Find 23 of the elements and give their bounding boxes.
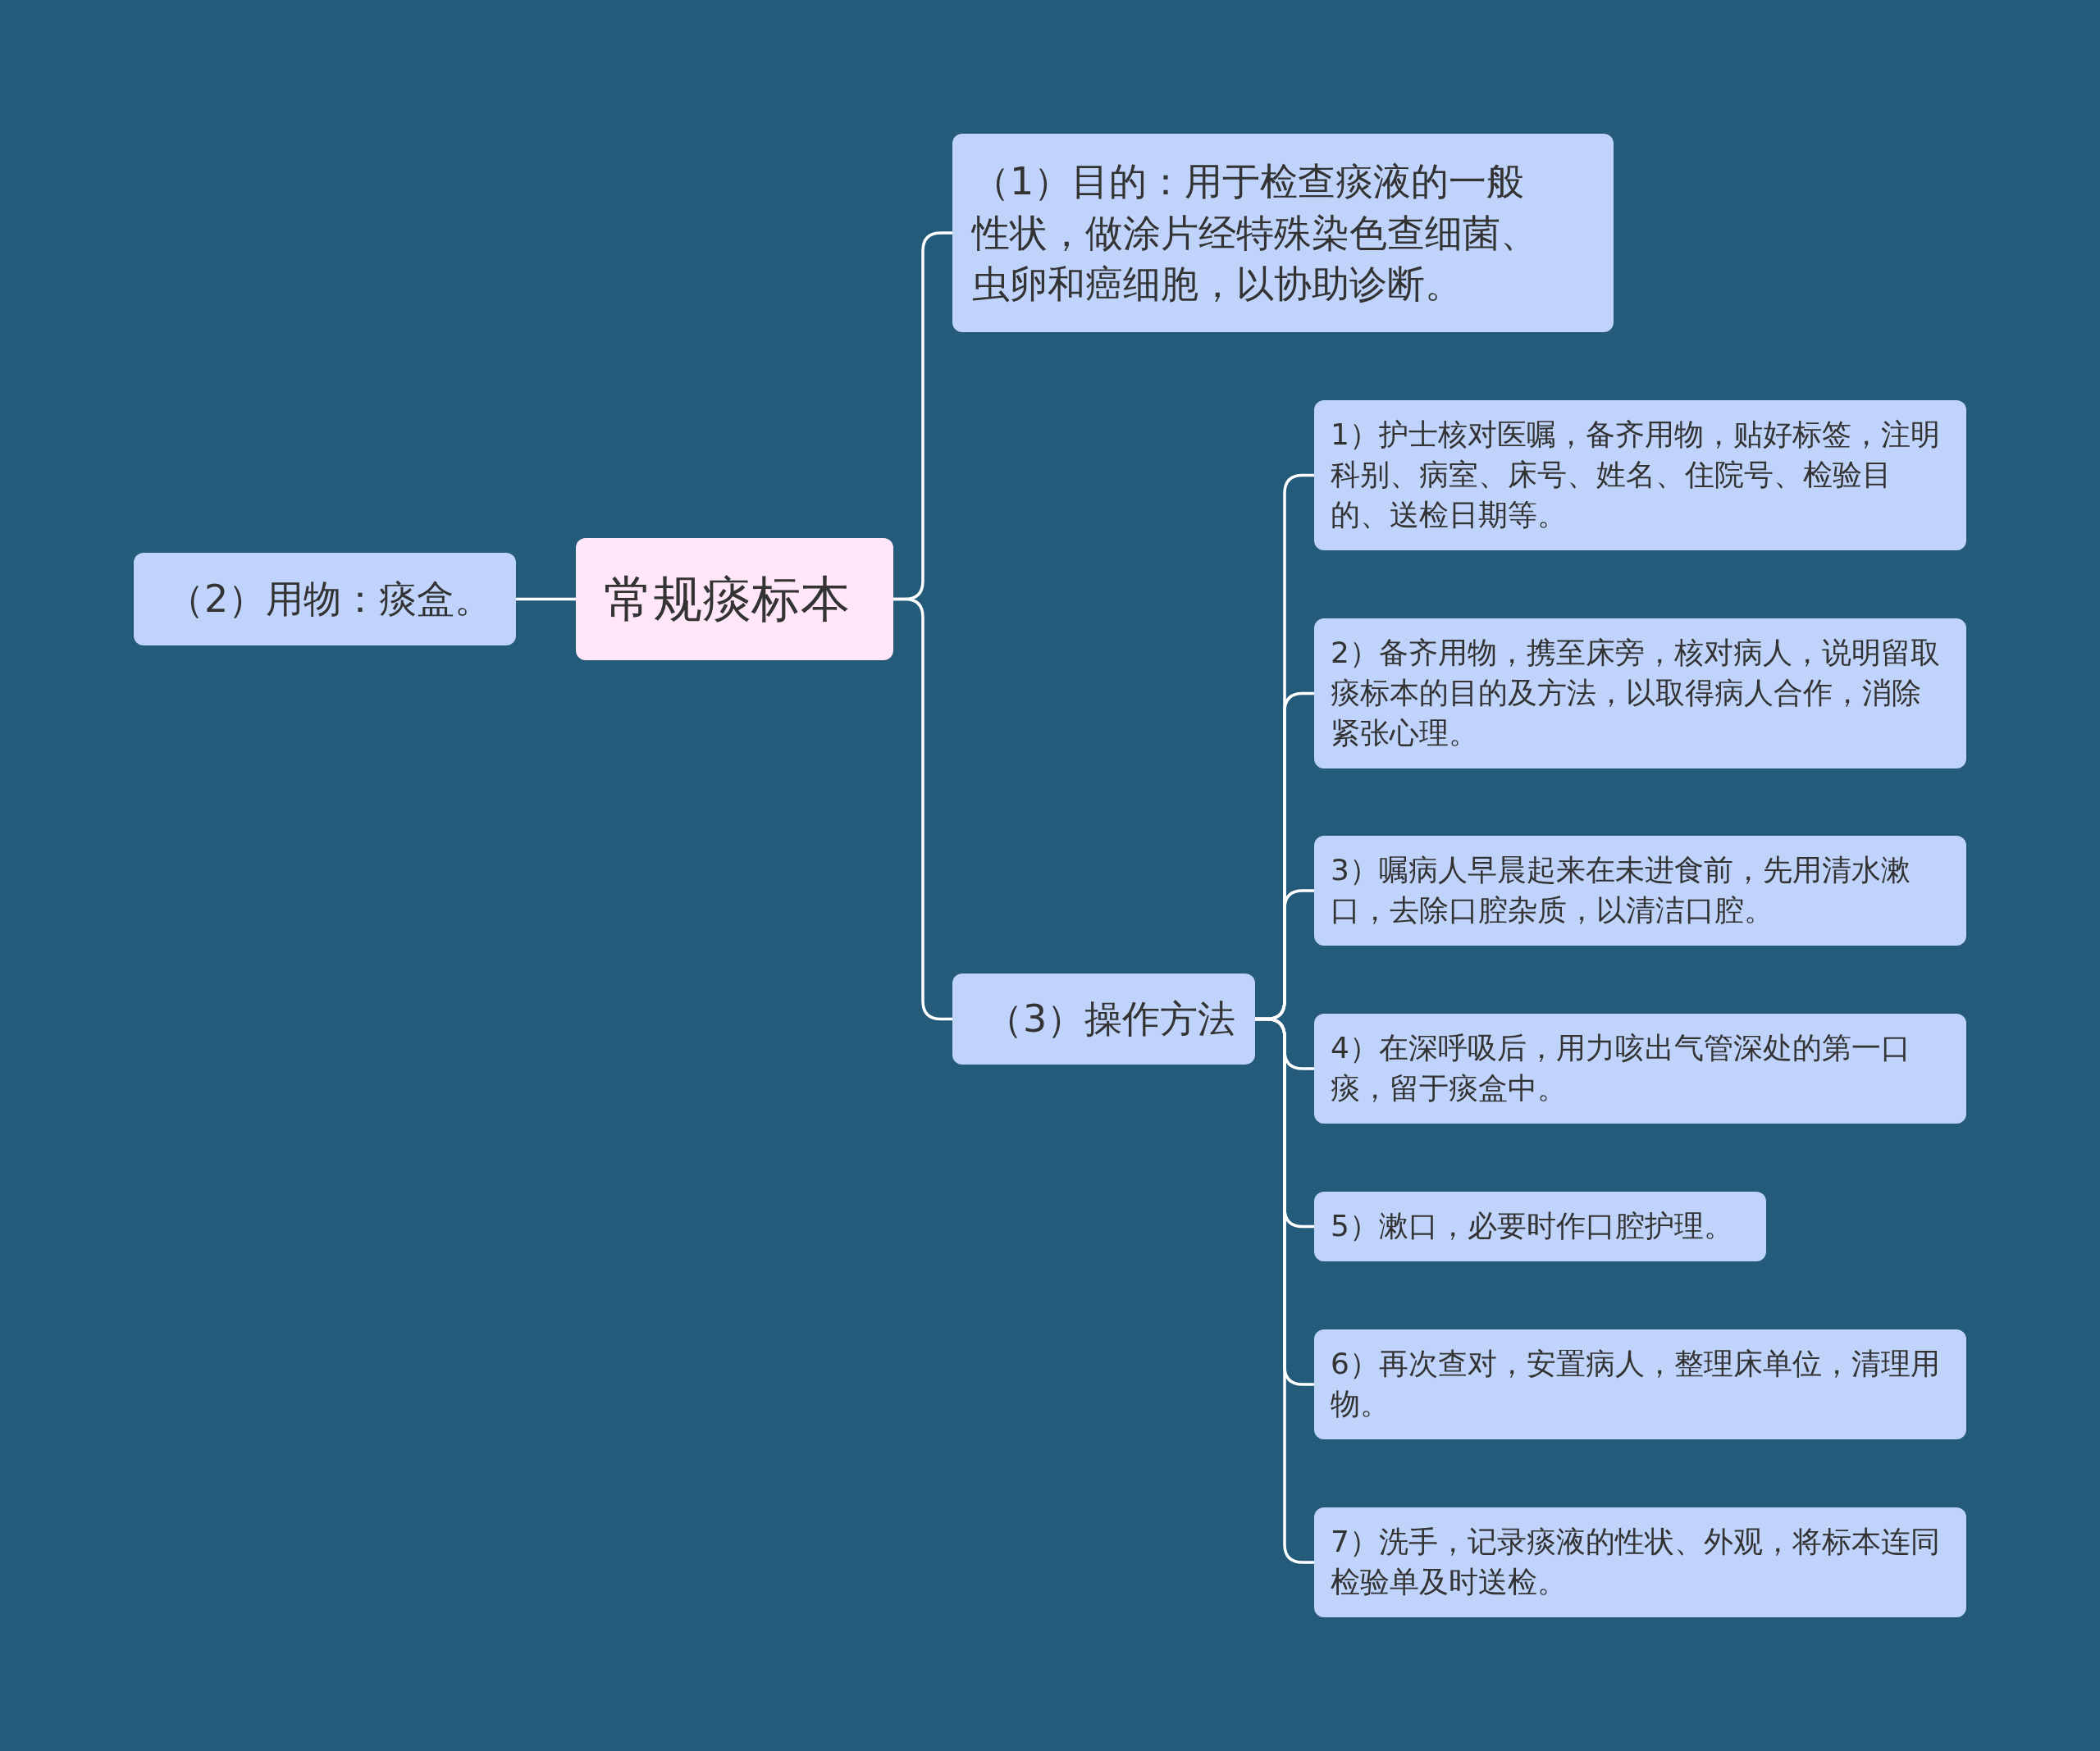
subtopic-box [1314,1192,1766,1261]
subtopic-box [1314,1329,1966,1439]
subtopic-box [1314,618,1966,768]
subtopic-box [1314,1014,1966,1124]
topic-box [952,134,1614,332]
subtopic-box [1314,400,1966,550]
connector-line [516,597,576,601]
topic-text: （2）用物：痰盒。 [167,576,493,623]
central-topic-box [576,538,893,660]
topic-box [134,553,516,645]
subtopic-box [1314,1507,1966,1617]
topic-text: （3）操作方法 [985,996,1236,1043]
topic-text: （1）目的：用于检查痰液的一般性状，做涂片经特殊染色查细菌、虫卵和癌细胞，以协助诊断。 [972,158,1539,308]
subtopic-text: 2）备齐用物，携至床旁，核对病人，说明留取痰标本的目的及方法，以取得病人合作，消除紧张心理。 [1331,635,1941,751]
subtopic-text: 5）漱口，必要时作口腔护理。 [1331,1208,1733,1244]
subtopic-text: 3）嘱病人早晨起来在未进食前，先用清水漱口，去除口腔杂质，以清洁口腔。 [1331,852,1911,928]
subtopic-text: 4）在深呼吸后，用力咳出气管深处的第一口痰，留于痰盒中。 [1331,1030,1911,1106]
subtopic-text: 7）洗手，记录痰液的性状、外观，将标本连同检验单及时送检。 [1331,1524,1941,1600]
subtopic-box [1314,836,1966,946]
topic-box [952,974,1255,1065]
subtopic-text: 6）再次查对，安置病人，整理床单位，清理用物。 [1331,1346,1941,1422]
central-topic-text: 常规痰标本 [604,568,850,629]
subtopic-text: 1）护士核对医嘱，备齐用物，贴好标签，注明科别、病室、床号、姓名、住院号、检验目的、送检日期等。 [1331,417,1941,533]
